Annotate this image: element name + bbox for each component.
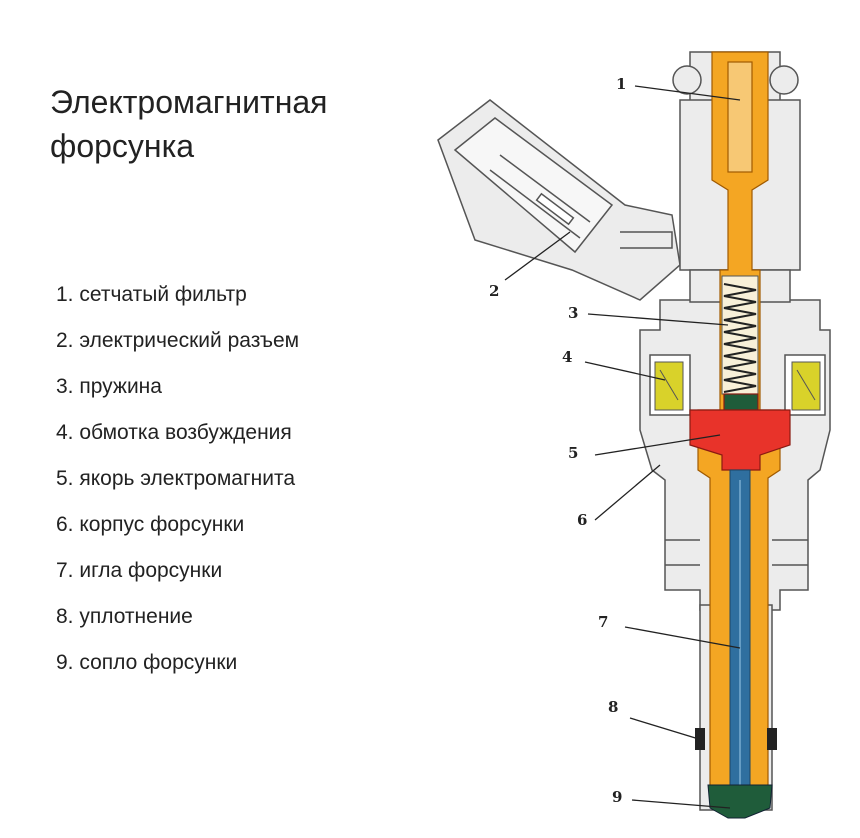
callout-4: 4 xyxy=(562,348,572,366)
callout-1: 1 xyxy=(616,75,626,93)
excitation-coil xyxy=(654,361,821,411)
callout-8: 8 xyxy=(608,698,618,716)
callout-numbers: 1 2 3 4 5 6 7 8 9 xyxy=(489,75,626,806)
legend-item: 5. якорь электромагнита xyxy=(56,467,296,490)
legend-item: 1. сетчатый фильтр xyxy=(56,283,247,306)
callout-6: 6 xyxy=(577,511,587,529)
title-line-1: Электромагнитная xyxy=(50,84,328,120)
callout-7: 7 xyxy=(598,613,608,631)
callout-9: 9 xyxy=(612,788,622,806)
callout-3: 3 xyxy=(568,304,578,322)
parts-legend: 1. сетчатый фильтр 2. электрический разъ… xyxy=(56,278,299,692)
legend-item: 9. сопло форсунки xyxy=(56,651,238,674)
callout-5: 5 xyxy=(568,444,578,462)
callout-2: 2 xyxy=(489,282,499,300)
callouts xyxy=(504,85,741,809)
nozzle xyxy=(707,784,773,819)
spring xyxy=(721,275,759,395)
legend-item: 7. игла форсунки xyxy=(56,559,223,582)
title-line-2: форсунка xyxy=(50,128,195,164)
legend-item: 6. корпус форсунки xyxy=(56,513,245,536)
armature xyxy=(689,393,791,471)
legend-item: 8. уплотнение xyxy=(56,605,193,628)
legend-item: 4. обмотка возбуждения xyxy=(56,421,292,444)
page-title: Электромагнитная форсунка xyxy=(50,80,327,168)
needle xyxy=(729,469,751,791)
legend-item: 2. электрический разъем xyxy=(56,329,300,352)
electrical-connector xyxy=(437,99,681,301)
legend-item: 3. пружина xyxy=(56,375,162,398)
